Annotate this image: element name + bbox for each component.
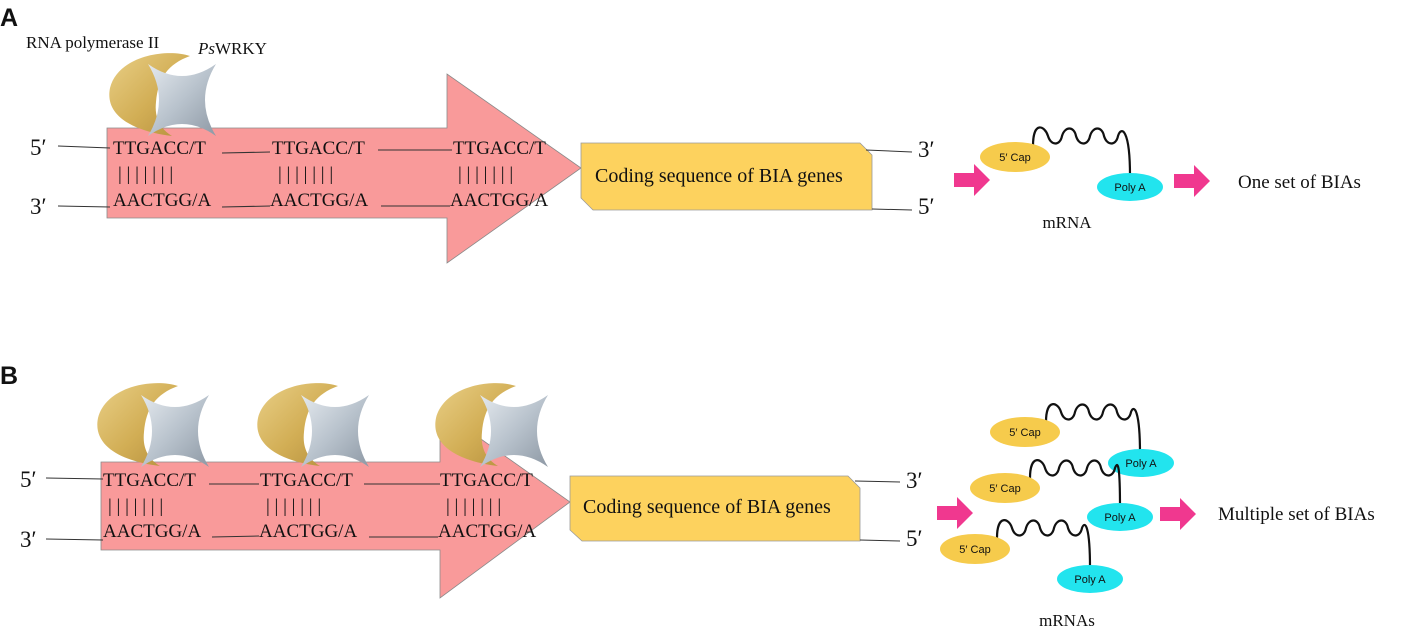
strand-line bbox=[871, 208, 913, 211]
strand-line bbox=[45, 538, 104, 541]
top-motif: TTGACC/T bbox=[272, 138, 365, 159]
rna-polymerase-label: RNA polymerase II bbox=[26, 33, 159, 52]
cds-label: Coding sequence of BIA genes bbox=[595, 165, 843, 187]
cap-label: 5′ Cap bbox=[989, 483, 1020, 495]
wrky-label-rest: WRKY bbox=[215, 39, 267, 58]
poly-a-tail bbox=[1087, 503, 1153, 531]
cap-label: 5′ Cap bbox=[959, 544, 990, 556]
left-top-end: 5′ bbox=[30, 135, 47, 160]
top-motif: TTGACC/T bbox=[453, 138, 546, 159]
wrky-protein-icon bbox=[301, 395, 369, 467]
polya-label: Poly A bbox=[1104, 512, 1136, 524]
bottom-motif: AACTGG/A bbox=[103, 521, 201, 542]
polya-label: Poly A bbox=[1074, 574, 1106, 586]
top-motif: TTGACC/T bbox=[440, 470, 533, 491]
five-prime-cap bbox=[980, 142, 1050, 172]
mrna-strand bbox=[1031, 126, 1132, 177]
promoter-arrow bbox=[106, 73, 582, 264]
wrky-label: PsWRKY bbox=[197, 39, 267, 58]
strand-line bbox=[57, 205, 111, 208]
base-pairing: | | | | | | | bbox=[108, 496, 163, 517]
left-bottom-end: 3′ bbox=[30, 194, 47, 219]
transcription-arrow-icon bbox=[937, 497, 973, 529]
top-motif: TTGACC/T bbox=[103, 470, 196, 491]
right-top-end: 3′ bbox=[906, 468, 923, 493]
strand-line bbox=[221, 151, 271, 154]
wrky-protein-icon bbox=[141, 395, 209, 467]
top-motif: TTGACC/T bbox=[113, 138, 206, 159]
poly-a-tail bbox=[1097, 173, 1163, 201]
base-pairing: | | | | | | | bbox=[266, 496, 321, 517]
strand-line bbox=[854, 480, 901, 483]
right-bottom-end: 5′ bbox=[906, 526, 923, 551]
result-label: Multiple set of BIAs bbox=[1218, 504, 1375, 525]
coding-sequence-box bbox=[569, 475, 861, 542]
panel-a: A RNA polymerase II PsWRKY 5′ 3′ TTGACC/… bbox=[0, 4, 1361, 264]
translation-arrow-icon bbox=[1160, 498, 1196, 530]
mrna-label: mRNAs bbox=[1039, 611, 1095, 630]
five-prime-cap bbox=[970, 473, 1040, 503]
polya-label: Poly A bbox=[1114, 182, 1146, 194]
bottom-motif: AACTGG/A bbox=[113, 190, 211, 211]
mrna-strand bbox=[1044, 403, 1142, 455]
wrky-label-italic: Ps bbox=[197, 39, 215, 58]
five-prime-cap bbox=[990, 417, 1060, 447]
panel-b: B 5′ 3′ TTGACC/T TTGACC/T TTGACC/T | | |… bbox=[0, 362, 1375, 630]
polya-label: Poly A bbox=[1125, 458, 1157, 470]
strand-line bbox=[221, 205, 271, 208]
top-motif: TTGACC/T bbox=[260, 470, 353, 491]
translation-arrow-icon bbox=[1174, 165, 1210, 197]
transcription-arrow-icon bbox=[954, 164, 990, 196]
coding-sequence-box bbox=[580, 142, 873, 211]
cds-label: Coding sequence of BIA genes bbox=[583, 496, 831, 518]
base-pairing: | | | | | | | bbox=[446, 496, 501, 517]
strand-line bbox=[211, 535, 260, 538]
result-label: One set of BIAs bbox=[1238, 172, 1361, 193]
right-bottom-end: 5′ bbox=[918, 194, 935, 219]
base-pairing: | | | | | | | bbox=[278, 164, 333, 185]
mrna-strand bbox=[995, 519, 1092, 569]
panel-a-letter: A bbox=[0, 4, 18, 32]
cap-label: 5′ Cap bbox=[999, 152, 1030, 164]
strand-line bbox=[45, 477, 104, 480]
bottom-motif: AACTGG/A bbox=[450, 190, 548, 211]
poly-a-tail bbox=[1057, 565, 1123, 593]
bottom-motif: AACTGG/A bbox=[270, 190, 368, 211]
strand-line bbox=[57, 145, 111, 149]
cap-label: 5′ Cap bbox=[1009, 427, 1040, 439]
poly-a-tail bbox=[1108, 449, 1174, 477]
mrna-strand bbox=[1028, 459, 1122, 509]
mrna-label: mRNA bbox=[1042, 213, 1092, 232]
bottom-motif: AACTGG/A bbox=[259, 521, 357, 542]
wrky-protein-icon bbox=[480, 395, 548, 467]
strand-line bbox=[865, 149, 913, 153]
promoter-arrow bbox=[100, 409, 571, 599]
five-prime-cap bbox=[940, 534, 1010, 564]
left-top-end: 5′ bbox=[20, 467, 37, 492]
panel-b-letter: B bbox=[0, 362, 18, 390]
right-top-end: 3′ bbox=[918, 137, 935, 162]
wrky-protein-icon bbox=[148, 64, 216, 136]
base-pairing: | | | | | | | bbox=[118, 164, 173, 185]
bottom-motif: AACTGG/A bbox=[438, 521, 536, 542]
strand-line bbox=[859, 539, 901, 542]
left-bottom-end: 3′ bbox=[20, 527, 37, 552]
base-pairing: | | | | | | | bbox=[458, 164, 513, 185]
